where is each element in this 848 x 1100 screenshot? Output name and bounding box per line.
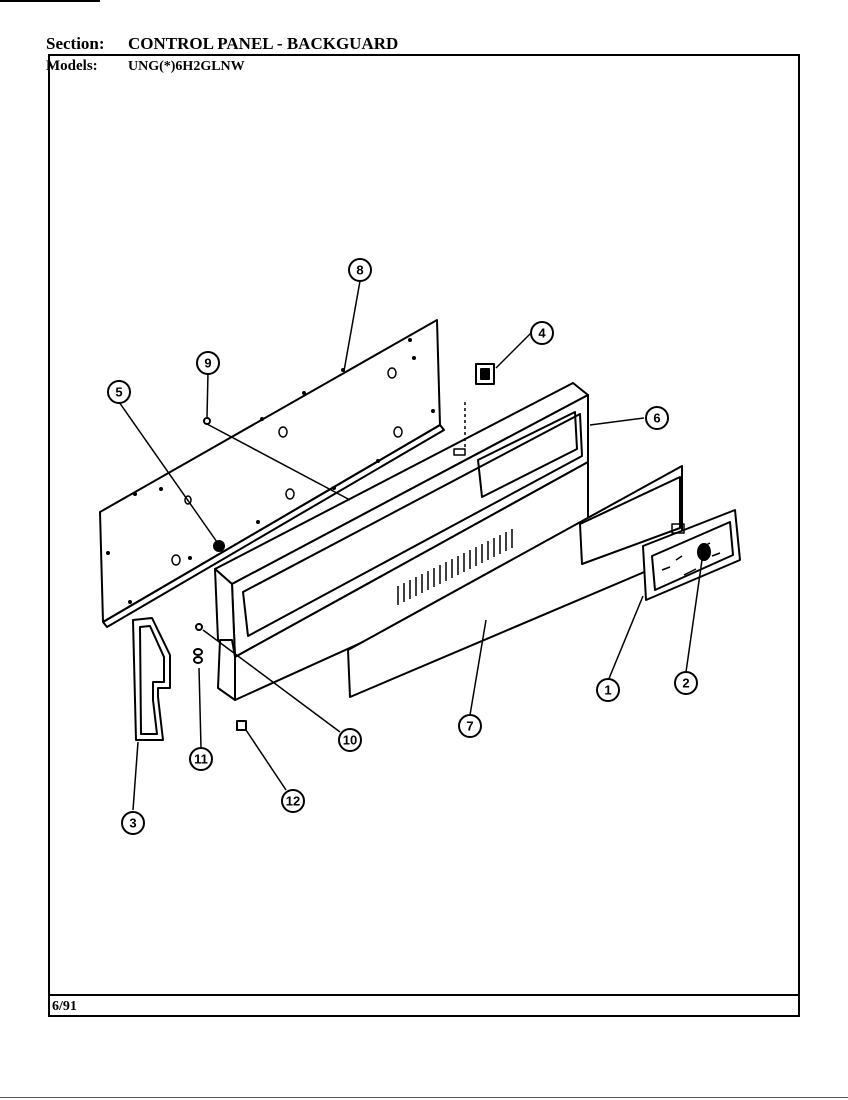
light-switch-part	[475, 363, 495, 385]
callout-1: 1	[604, 683, 611, 698]
end-cap-part	[132, 617, 171, 741]
section-title: CONTROL PANEL - BACKGUARD	[128, 34, 399, 53]
screw-part-9	[203, 417, 211, 425]
rear-panel-part	[99, 319, 445, 628]
callout-7: 7	[466, 719, 473, 734]
bottom-rule	[0, 1097, 848, 1098]
section-heading: Section: CONTROL PANEL - BACKGUARD	[46, 34, 398, 54]
callout-11: 11	[194, 752, 208, 767]
diagram-frame	[48, 54, 800, 1017]
models-value: UNG(*)6H2GLNW	[128, 59, 245, 74]
models-heading: Models: UNG(*)6H2GLNW	[46, 56, 245, 77]
control-board-part	[642, 509, 741, 601]
models-label: Models:	[46, 58, 98, 74]
callout-9: 9	[204, 356, 211, 371]
backguard-body-part	[214, 382, 589, 701]
leader-lines	[118, 280, 703, 811]
top-rule	[0, 0, 100, 2]
screw-part-5	[213, 540, 225, 552]
callout-12: 12	[286, 794, 300, 809]
washer-part-11	[193, 648, 203, 664]
callout-5: 5	[115, 385, 122, 400]
section-label: Section:	[46, 34, 105, 53]
screw-part-10	[195, 623, 203, 631]
callout-2: 2	[682, 676, 689, 691]
footer-divider	[48, 994, 800, 996]
callout-bubbles	[107, 258, 698, 835]
callout-3: 3	[129, 816, 136, 831]
callout-6: 6	[653, 411, 660, 426]
callout-10: 10	[343, 733, 357, 748]
clip-part-12	[236, 720, 247, 731]
callout-4: 4	[538, 326, 546, 341]
switch-part	[697, 543, 711, 561]
callout-8: 8	[356, 263, 363, 278]
footer-date: 6/91	[52, 999, 77, 1014]
